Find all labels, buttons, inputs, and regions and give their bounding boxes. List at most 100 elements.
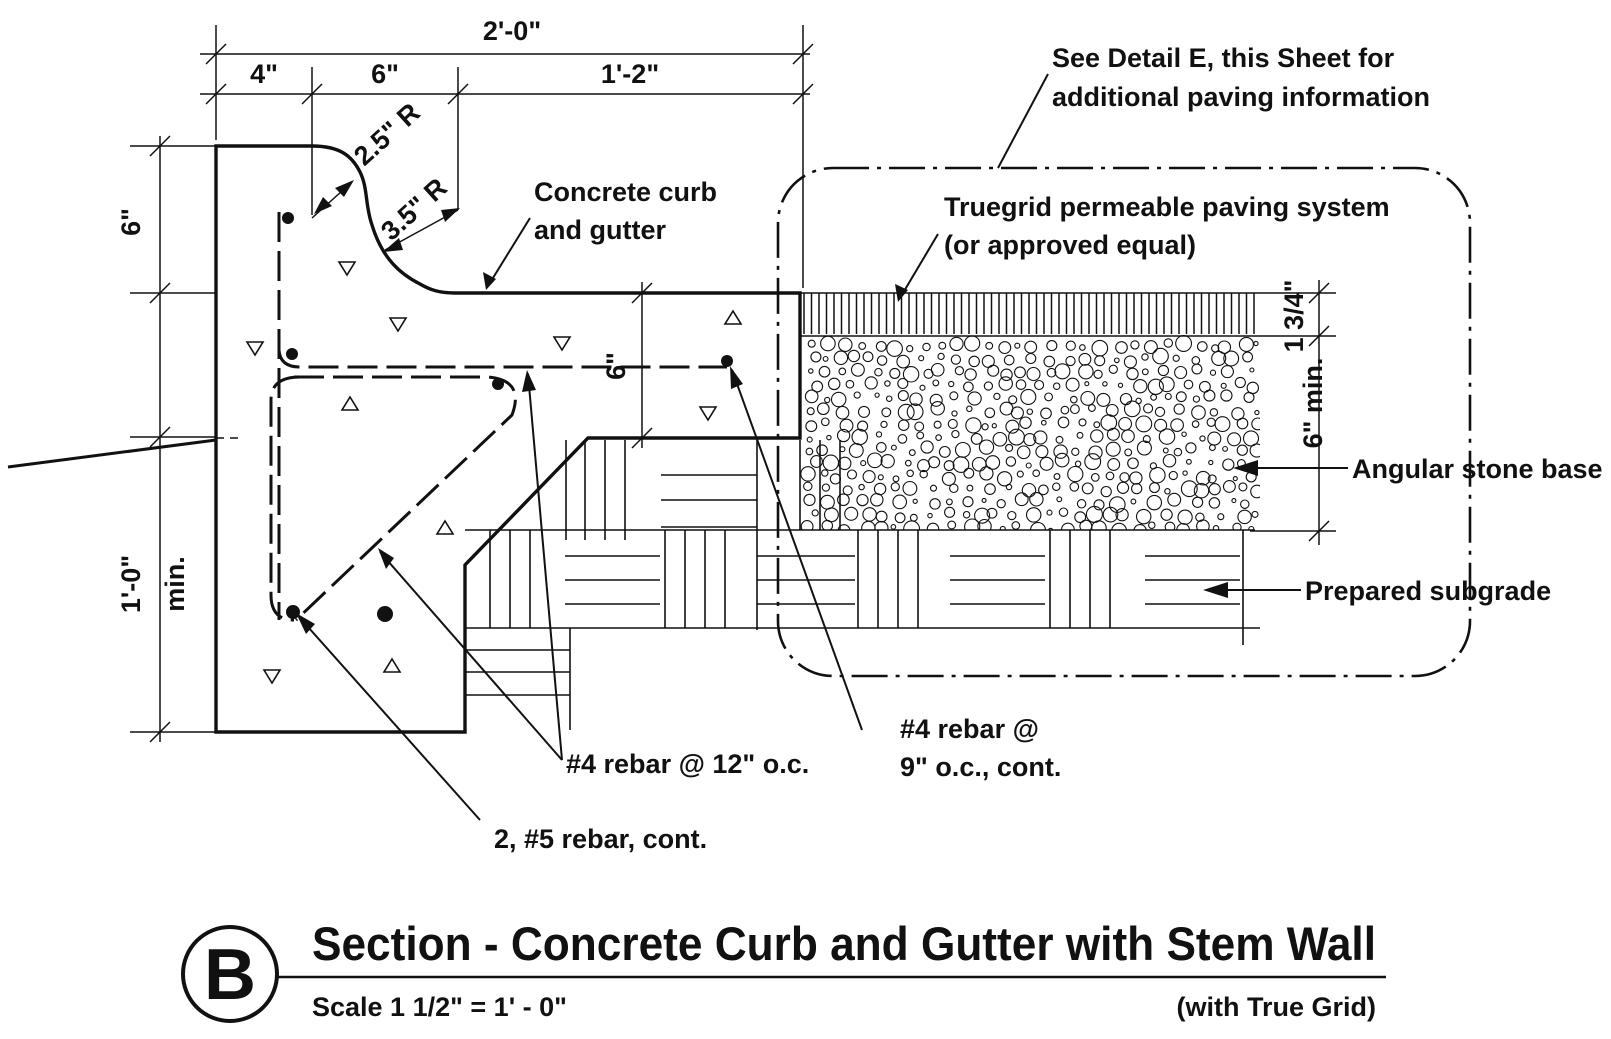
stone-particle: [811, 509, 819, 517]
stone-particle: [1046, 340, 1058, 352]
stone-particle: [1055, 435, 1064, 444]
stone-particle: [1195, 512, 1205, 523]
stone-particle: [1093, 421, 1101, 429]
stone-particle: [1000, 368, 1013, 382]
stone-particle: [984, 483, 996, 495]
stone-particle: [1056, 496, 1063, 503]
stone-particle: [821, 519, 834, 530]
stone-particle: [1121, 429, 1135, 444]
stone-particle: [1192, 395, 1201, 403]
stone-particle: [904, 459, 912, 467]
stone-particle: [1170, 418, 1184, 432]
stone-particle: [1108, 364, 1118, 374]
stone-particle: [909, 513, 918, 522]
stone-particle: [1047, 527, 1054, 530]
stone-particle: [902, 480, 918, 496]
stone-particle: [1015, 379, 1027, 390]
stone-particle: [808, 368, 814, 374]
stone-particle: [1129, 471, 1143, 485]
stone-particle: [954, 441, 971, 458]
stone-particle: [906, 469, 914, 478]
stone-particle: [876, 355, 888, 366]
stone-particle: [1157, 364, 1170, 377]
dim-gutter-depth: 6": [601, 352, 631, 380]
stone-particle: [974, 507, 991, 524]
stone-particle: [1003, 354, 1015, 366]
stone-particle: [844, 506, 859, 521]
stone-particle: [839, 418, 854, 433]
stone-particle: [838, 367, 847, 376]
stone-particle: [1115, 341, 1128, 354]
section-marker-letter: B: [204, 935, 256, 1015]
angular-stone-base: [800, 335, 1260, 530]
stone-particle: [1208, 497, 1221, 509]
stone-particle: [922, 342, 931, 352]
stone-particle: [803, 481, 813, 492]
stone-particle: [1222, 480, 1236, 493]
stone-particle: [857, 405, 871, 418]
stone-particle: [1248, 525, 1255, 530]
stone-particle: [965, 417, 982, 434]
stone-particle: [1093, 499, 1105, 511]
stone-particle: [1173, 403, 1185, 415]
stone-particle: [1091, 339, 1109, 357]
stone-particle: [1084, 381, 1090, 387]
stone-particle: [1158, 428, 1176, 445]
stone-particle: [928, 456, 941, 469]
stone-particle: [908, 449, 916, 457]
stone-particle: [962, 510, 971, 519]
stone-particle: [851, 428, 868, 446]
stone-particle: [850, 362, 865, 377]
see-detail-note-line-1: See Detail E, this Sheet for: [1052, 43, 1395, 73]
stone-particle: [853, 391, 861, 399]
stone-particle: [952, 456, 970, 473]
stone-particle: [1090, 473, 1100, 482]
stone-particle: [870, 493, 884, 507]
stone-particle: [1053, 473, 1061, 480]
stone-particle: [1158, 376, 1175, 393]
stone-particle: [1115, 508, 1129, 522]
stone-particle: [966, 484, 974, 492]
stone-particle: [1191, 496, 1204, 508]
stone-particle: [1141, 368, 1149, 376]
stone-particle: [1074, 460, 1082, 468]
stone-particle: [821, 469, 829, 477]
dim-stem-min: min.: [160, 556, 190, 612]
ground-line: [7, 438, 217, 469]
concrete-aggregate-symbols: [245, 261, 743, 685]
stone-particle: [800, 466, 816, 482]
stone-particle: [919, 384, 926, 391]
stone-particle: [1111, 522, 1128, 530]
stone-particle: [1084, 453, 1102, 471]
stone-particle: [947, 520, 957, 530]
stone-particle: [896, 354, 911, 369]
stone-particle: [1240, 499, 1250, 509]
stone-particle: [1238, 336, 1254, 352]
stone-particle: [977, 518, 992, 530]
stone-particle: [932, 379, 940, 387]
stone-particle: [951, 429, 960, 439]
stone-particle: [1091, 520, 1107, 530]
dim-base-thickness: 6" min.: [1298, 358, 1328, 449]
stone-particle: [819, 494, 835, 510]
stone-particle: [929, 498, 941, 510]
stone-particle: [996, 471, 1013, 487]
stone-particle: [861, 520, 876, 530]
stone-particle: [889, 367, 901, 379]
stone-particle: [1034, 379, 1045, 391]
stone-particle: [897, 419, 910, 431]
stone-particle: [837, 456, 852, 471]
stone-particle: [909, 392, 923, 406]
stone-particle: [914, 421, 925, 432]
stone-particle: [1148, 521, 1156, 529]
stone-particle: [1076, 431, 1084, 439]
stone-particle: [1043, 355, 1056, 368]
dim-radius-inner: 3.5" R: [375, 172, 453, 246]
stone-particle: [1054, 452, 1070, 468]
stone-particle: [1220, 365, 1234, 379]
stone-particle: [1119, 472, 1130, 483]
stone-particle: [1026, 408, 1034, 415]
stone-particle: [890, 524, 897, 530]
stone-particle: [1076, 499, 1087, 509]
